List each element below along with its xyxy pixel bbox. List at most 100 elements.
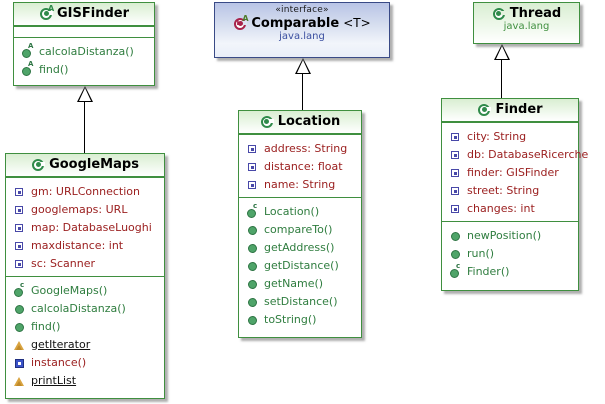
field-row[interactable]: googlemaps: URL <box>6 200 164 218</box>
field-label: db: DatabaseRicerche <box>467 147 589 161</box>
field-label: googlemaps: URL <box>31 202 128 216</box>
connector-finder-thread[interactable] <box>493 44 511 98</box>
methods-compartment: GoogleMaps() calcolaDistanza() find() ge… <box>6 276 164 393</box>
method-row[interactable]: getAddress() <box>239 238 361 256</box>
method-row[interactable]: instance() <box>6 353 164 371</box>
method-label: getIterator <box>31 337 91 351</box>
connector-googlemaps-gisfinder[interactable] <box>76 86 94 158</box>
field-label: city: String <box>467 129 527 143</box>
generalization-arrowhead <box>494 44 510 60</box>
method-label: find() <box>31 319 61 333</box>
class-box-location[interactable]: Location address: String distance: float… <box>238 110 362 338</box>
method-row[interactable]: Finder() <box>442 262 578 280</box>
generalization-arrowhead <box>295 58 311 74</box>
field-row[interactable]: finder: GISFinder <box>442 163 578 181</box>
method-label: calcolaDistanza() <box>39 44 134 58</box>
method-row[interactable]: getName() <box>239 274 361 292</box>
method-row[interactable]: find() <box>6 317 164 335</box>
class-box-finder[interactable]: Finder city: String db: DatabaseRicerche… <box>441 98 588 291</box>
field-label: street: String <box>467 183 540 197</box>
field-row[interactable]: street: String <box>442 181 578 199</box>
class-icon <box>477 103 492 117</box>
field-label: changes: int <box>467 201 535 215</box>
field-row[interactable]: city: String <box>442 127 578 145</box>
field-row[interactable]: map: DatabaseLuoghi <box>6 218 164 236</box>
method-row[interactable]: compareTo() <box>239 220 361 238</box>
method-row[interactable]: printList <box>6 371 164 389</box>
field-row[interactable]: db: DatabaseRicerche <box>442 145 588 163</box>
method-icon <box>247 296 258 307</box>
class-name: Location <box>277 114 341 129</box>
field-row[interactable]: maxdistance: int <box>6 236 164 254</box>
field-icon <box>450 131 461 142</box>
method-row[interactable]: setDistance() <box>239 292 361 310</box>
method-icon <box>247 278 258 289</box>
class-header: Finder <box>442 99 578 122</box>
method-label: Location() <box>264 204 320 218</box>
field-icon <box>14 240 25 251</box>
method-icon <box>14 321 25 332</box>
connector-line <box>302 74 303 110</box>
class-name: Finder <box>495 102 543 117</box>
fields-compartment: gm: URLConnection googlemaps: URL map: D… <box>6 177 164 276</box>
abstract-class-icon: A <box>39 4 54 21</box>
class-box-gisfinder[interactable]: A GISFinder calcolaDistanza() find() <box>13 2 155 86</box>
field-row[interactable]: name: String <box>239 175 361 193</box>
abstract-method-icon <box>22 61 33 76</box>
field-row[interactable]: address: String <box>239 139 361 157</box>
class-header: A GISFinder <box>14 3 154 26</box>
class-name: GoogleMaps <box>49 157 139 172</box>
class-box-thread[interactable]: Thread java.lang <box>473 2 580 44</box>
method-row[interactable]: getDistance() <box>239 256 361 274</box>
package-label: java.lang <box>279 31 325 42</box>
method-icon <box>247 314 258 325</box>
connector-location-comparable[interactable] <box>294 58 312 110</box>
method-label: getAddress() <box>264 240 335 254</box>
method-row[interactable]: find() <box>14 60 154 78</box>
method-row[interactable]: getIterator <box>6 335 164 353</box>
method-row[interactable]: Location() <box>239 202 361 220</box>
interface-name: Comparable <box>251 16 340 31</box>
field-row[interactable]: changes: int <box>442 199 578 217</box>
method-row[interactable]: run() <box>442 244 578 262</box>
methods-compartment: calcolaDistanza() find() <box>14 37 154 82</box>
field-row[interactable]: distance: float <box>239 157 361 175</box>
field-icon <box>247 143 258 154</box>
field-icon <box>247 179 258 190</box>
class-icon <box>31 158 46 172</box>
method-label: calcolaDistanza() <box>31 301 126 315</box>
generalization-arrowhead <box>77 86 93 102</box>
method-row[interactable]: calcolaDistanza() <box>6 299 164 317</box>
class-header: Location <box>239 111 361 134</box>
method-icon <box>450 230 461 241</box>
method-icon <box>247 224 258 235</box>
class-box-googlemaps[interactable]: GoogleMaps gm: URLConnection googlemaps:… <box>5 153 165 399</box>
warning-triangle-icon <box>14 375 25 386</box>
method-row[interactable]: calcolaDistanza() <box>14 42 154 60</box>
field-label: map: DatabaseLuoghi <box>31 220 152 234</box>
method-label: instance() <box>31 355 87 369</box>
generic-parameter: <T> <box>343 16 371 30</box>
warning-triangle-icon <box>14 339 25 350</box>
method-icon <box>247 260 258 271</box>
class-name: Thread <box>509 6 562 21</box>
field-row[interactable]: gm: URLConnection <box>6 182 164 200</box>
method-label: setDistance() <box>264 294 338 308</box>
method-label: find() <box>39 62 69 76</box>
field-row[interactable]: sc: Scanner <box>6 254 164 272</box>
field-icon <box>450 203 461 214</box>
connector-line <box>501 60 502 98</box>
field-icon <box>450 185 461 196</box>
constructor-icon <box>14 282 25 297</box>
method-label: compareTo() <box>264 222 333 236</box>
method-row[interactable]: newPosition() <box>442 226 578 244</box>
method-row[interactable]: toString() <box>239 310 361 328</box>
fields-compartment: address: String distance: float name: St… <box>239 134 361 197</box>
method-row[interactable]: GoogleMaps() <box>6 281 164 299</box>
field-icon <box>14 258 25 269</box>
field-label: sc: Scanner <box>31 256 95 270</box>
field-icon <box>247 161 258 172</box>
method-icon <box>247 242 258 253</box>
